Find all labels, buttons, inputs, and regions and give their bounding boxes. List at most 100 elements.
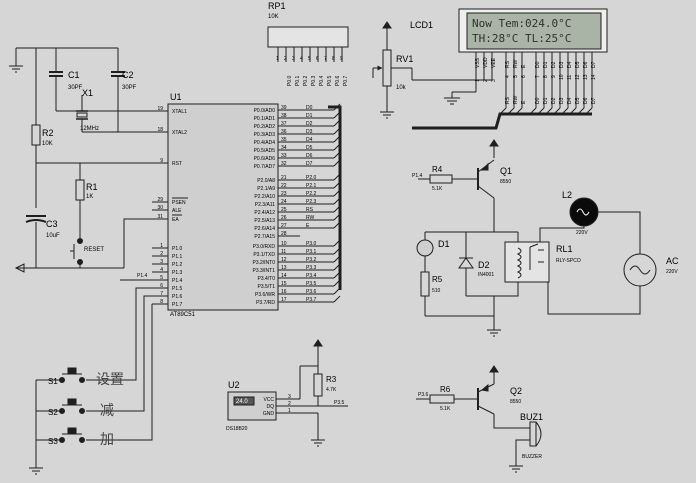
lcd-pin-name: D4	[567, 61, 573, 68]
r5-ref: R5	[432, 275, 443, 284]
rp1-port: P0.1	[295, 75, 301, 86]
u1-pin-num: 7	[160, 291, 163, 297]
lcd-ground-symbol	[444, 92, 460, 105]
lcd-pin-num: 14	[591, 74, 597, 80]
r6-ref: R6	[440, 385, 451, 394]
u1-p0-net: D1	[306, 113, 313, 119]
u1-p2-net: P2.1	[306, 183, 317, 189]
lcd-pin-name: D2	[551, 61, 557, 68]
u1-p3-net: P3.7	[306, 297, 317, 303]
r1-ref: R1	[86, 182, 98, 192]
u1-p2-name: P2.1/A9	[257, 186, 275, 192]
rp1-pin: 8	[332, 56, 335, 62]
reset-button[interactable]	[70, 238, 83, 269]
u1-pin-name: XTAL1	[172, 109, 187, 115]
c3-capacitor[interactable]	[25, 215, 47, 268]
u1-p0-name: P0.2/AD2	[254, 124, 276, 130]
u1-p0-net: D4	[306, 137, 313, 143]
d2-diode[interactable]	[458, 232, 474, 296]
u1-p2-name: P2.0/A8	[257, 178, 275, 184]
u1-p3-name: P3.4/T0	[257, 276, 275, 282]
lcd-line-2: TH:28°C TL:25°C	[472, 32, 571, 45]
u1-pin-name: PSEN	[172, 200, 186, 206]
u1-pin-name: RST	[172, 161, 182, 167]
s3-switch[interactable]	[36, 427, 85, 443]
d1-led[interactable]	[416, 232, 434, 272]
lcd-pin-num: 13	[583, 74, 589, 80]
l2-lamp[interactable]	[569, 197, 599, 227]
s1-switch[interactable]	[36, 367, 85, 383]
ac-ref: AC	[666, 256, 679, 266]
r1-resistor[interactable]	[75, 163, 85, 238]
lcd-pin-num: 4	[505, 75, 511, 78]
u1-pin-num: 8	[160, 299, 163, 305]
buzzer-ground-symbol	[509, 465, 523, 473]
rv1-potentiometer[interactable]	[372, 28, 413, 112]
ac-source[interactable]	[623, 253, 657, 287]
s3-ref: S3	[48, 437, 58, 446]
r6-resistor[interactable]	[416, 394, 478, 404]
lcd-pin-name: D0	[535, 61, 541, 68]
r3-ref: R3	[326, 375, 337, 384]
r3-resistor[interactable]	[313, 366, 323, 406]
u1-p0-num: 33	[281, 153, 287, 159]
r4-net-label: P1.4	[412, 173, 423, 179]
u1-pin-name: P1.3	[172, 270, 183, 276]
rp1-pin: 1	[276, 56, 279, 62]
u1-microcontroller[interactable]	[167, 103, 279, 311]
u1-pin-name: P1.6	[172, 294, 183, 300]
u1-p3-net: P3.0	[306, 241, 317, 247]
lcd-bus-label: D3	[559, 97, 565, 104]
u1-pin-name: ALE	[172, 208, 182, 214]
r2-value: 10K	[42, 141, 53, 147]
u1-p0-num: 38	[281, 113, 287, 119]
u1-pin-name: EA	[172, 217, 179, 223]
rl1-relay[interactable]	[504, 241, 550, 283]
s2-switch[interactable]	[36, 398, 85, 414]
lcd-pin-num: 5	[513, 75, 519, 78]
rp1-port: P0.3	[311, 75, 317, 86]
d2-value: IN4001	[478, 272, 494, 278]
u1-pin-name: P1.2	[172, 262, 183, 268]
lcd-bus-label: D1	[543, 97, 549, 104]
u1-p0-name: P0.5/AD5	[254, 148, 276, 154]
r3-value: 4.7K	[326, 387, 337, 393]
ac-relay-wire	[547, 282, 641, 315]
u1-part: AT89C51	[170, 312, 196, 318]
u1-p0-name: P0.0/AD0	[254, 108, 276, 114]
u1-pin-num: 4	[160, 267, 163, 273]
u1-pin-name: P1.0	[172, 246, 183, 252]
s2-label: 减	[100, 403, 114, 419]
r4-value: 5.1K	[432, 186, 443, 192]
r6-value: 5.1K	[440, 406, 451, 412]
r5-resistor[interactable]	[420, 271, 430, 316]
c2-capacitor[interactable]	[111, 48, 125, 132]
data-bus	[328, 105, 592, 290]
r4-resistor[interactable]	[418, 174, 478, 184]
rp1-port: P0.5	[327, 75, 333, 86]
buz1-buzzer[interactable]	[529, 421, 542, 447]
u1-p0-name: P0.7/AD7	[254, 164, 276, 170]
u1-p3-net: P3.4	[306, 273, 317, 279]
rv1-power-arrow	[382, 21, 392, 29]
u1-p2-net: RS	[306, 207, 314, 213]
u1-p2-name: P2.4/A12	[254, 210, 275, 216]
u1-p3-net: P3.3	[306, 265, 317, 271]
r2-resistor[interactable]	[31, 48, 41, 208]
q2-power-arrow	[489, 365, 499, 384]
lcd-line-1: Now Tem:024.0°C	[472, 17, 571, 30]
s1-wire	[86, 287, 152, 381]
rp1-resistor-pack[interactable]	[267, 26, 349, 62]
u1-p0-net: D5	[306, 145, 313, 151]
u1-p2-num: 27	[281, 223, 287, 229]
u1-p3-num: 17	[281, 297, 287, 303]
u1-pin-num: 6	[160, 283, 163, 289]
lcd-pin-num: 9	[551, 75, 557, 78]
rp1-pin: 6	[316, 56, 319, 62]
c1-capacitor[interactable]	[49, 48, 63, 111]
q2-transistor[interactable]	[477, 383, 495, 415]
q1-transistor[interactable]	[477, 159, 495, 199]
lcd-pin-name: VDD	[483, 57, 489, 68]
lcd-pin-name: D5	[575, 61, 581, 68]
u1-p3-name: P3.0/RXD	[253, 244, 276, 250]
